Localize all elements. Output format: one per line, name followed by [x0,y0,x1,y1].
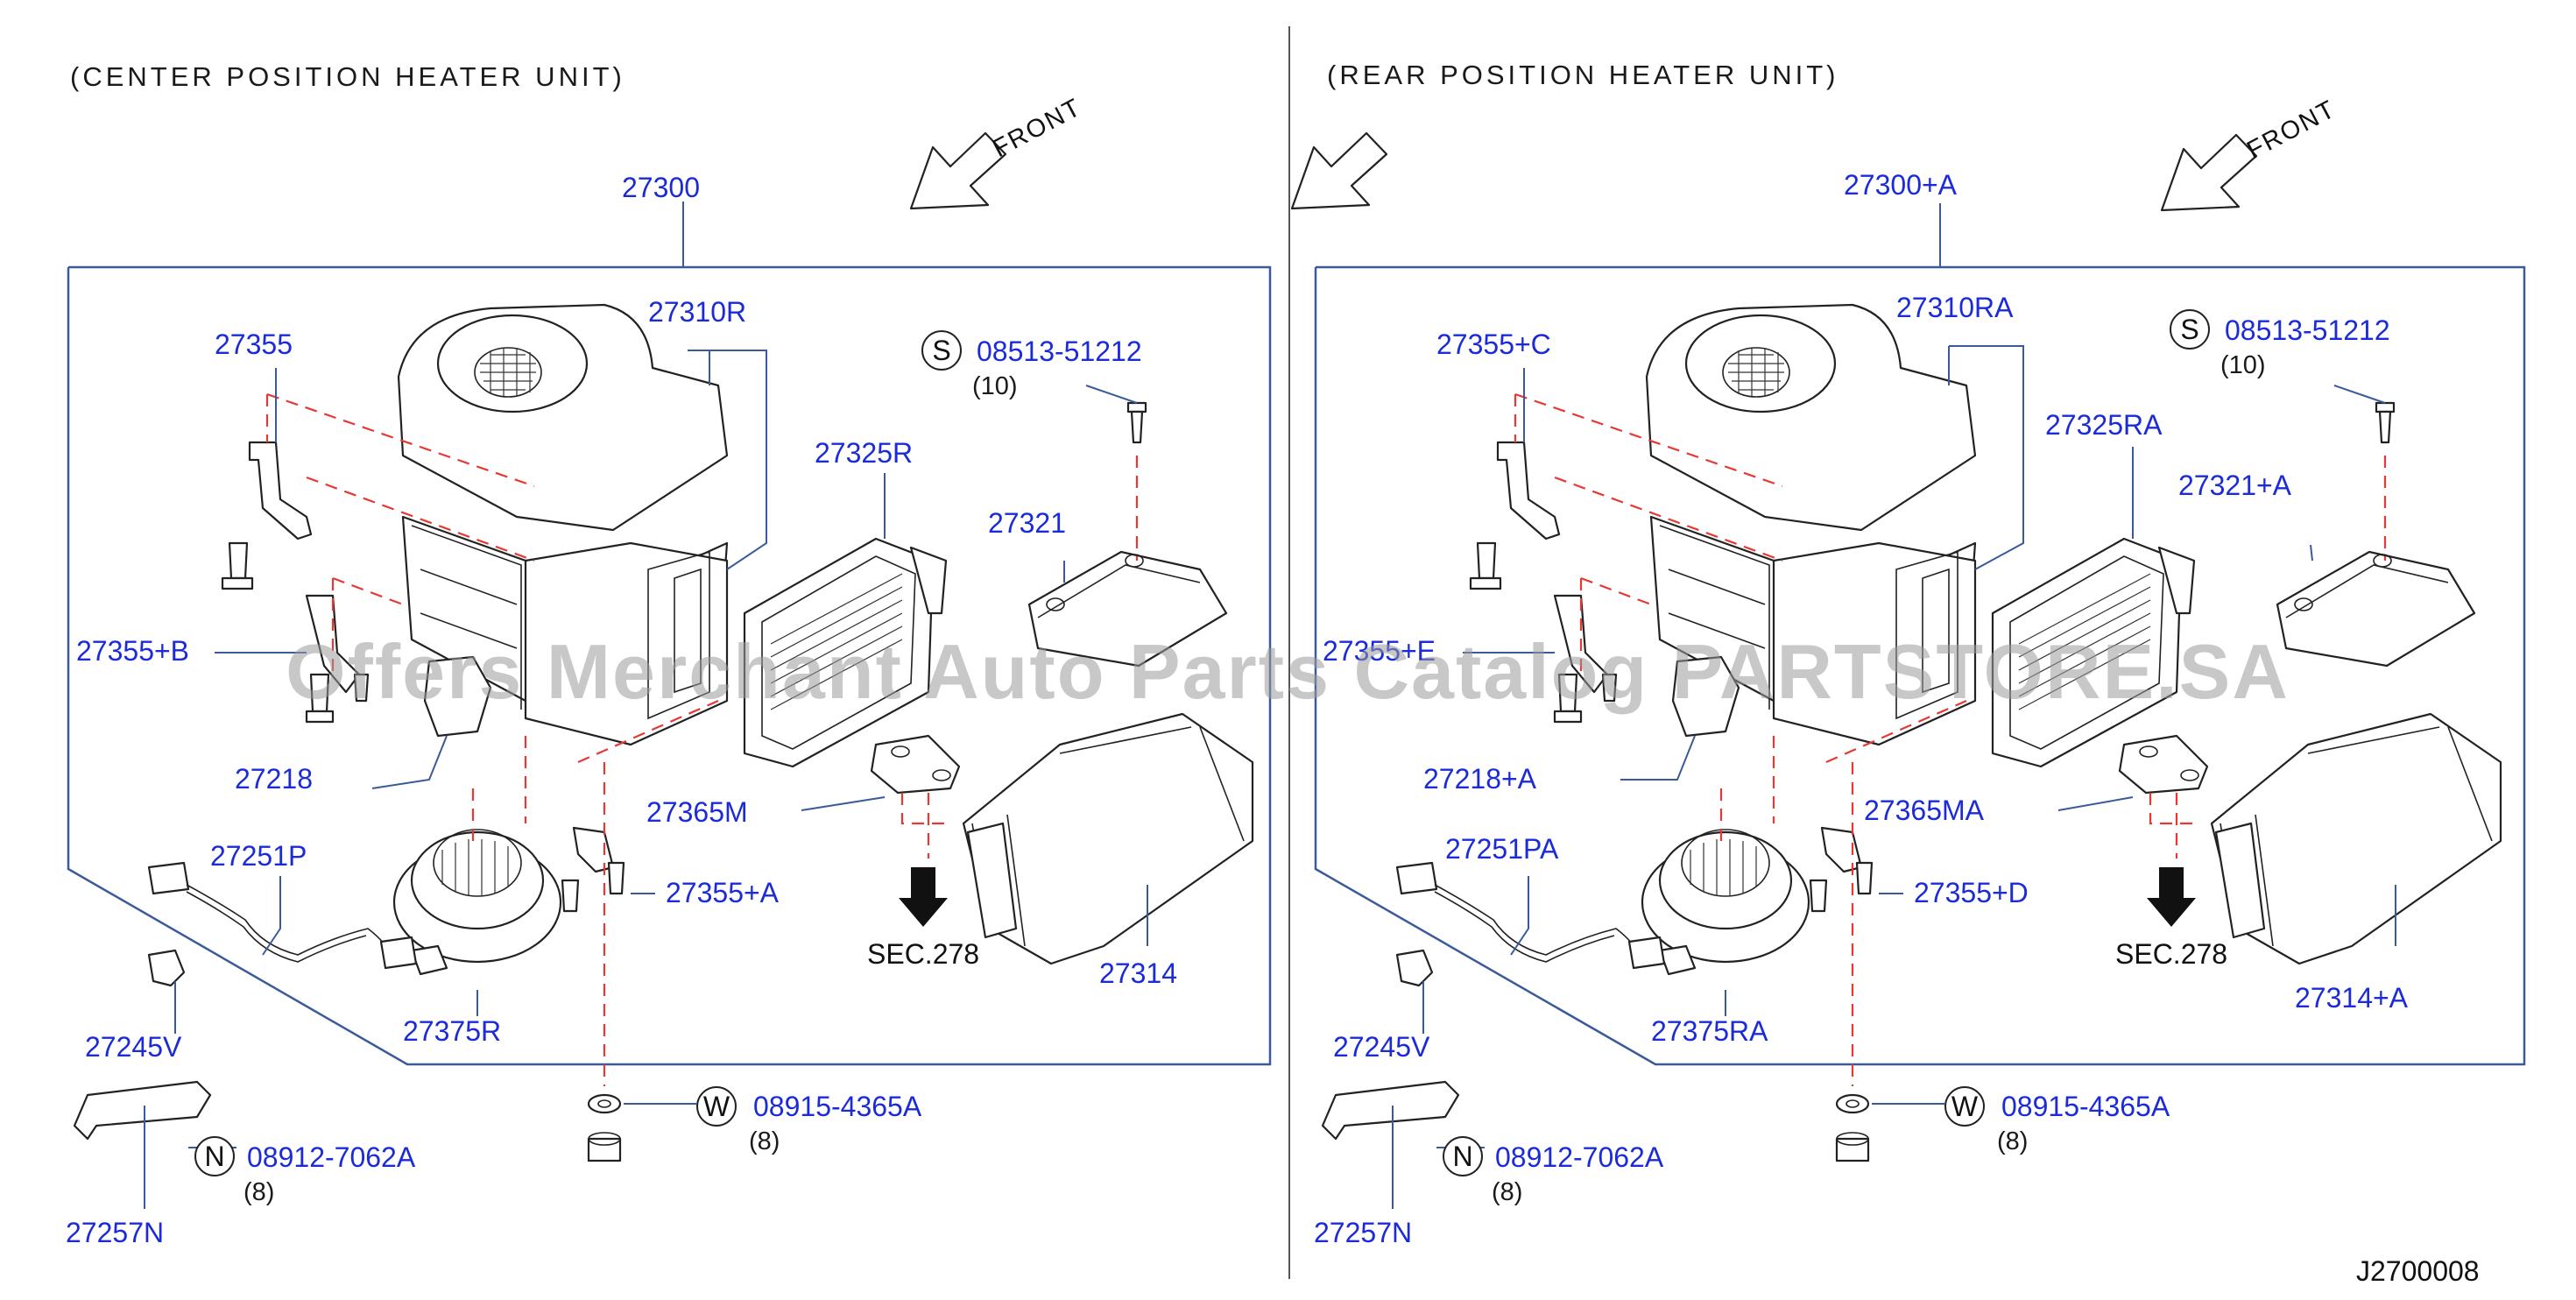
washer-symbol: W [703,1091,730,1122]
bolt-code[interactable]: 08513-51212 [977,336,1142,367]
front-arrow-icon: FRONT [1290,95,2340,212]
assembly-lines-left [265,392,1139,1086]
part-27314[interactable]: 27314 [1099,957,1177,989]
part-27310r[interactable]: 27310R [648,296,746,328]
actuator-27218 [423,655,492,738]
part-27218a[interactable]: 27218+A [1423,763,1537,795]
evaporator-27325ra [1991,537,2196,768]
part-27321[interactable]: 27321 [988,507,1066,539]
nut-code[interactable]: 08912-7062A [247,1141,416,1173]
nut-08912 [587,1132,622,1162]
resistor-27245v [147,949,186,987]
bracket-27355a [572,826,615,873]
pad-27365ma [2118,734,2209,795]
part-27257n[interactable]: 27257N [1314,1217,1412,1248]
callout-bolt[interactable]: S 08513-51212 (10) [921,330,1142,400]
part-27310ra[interactable]: 27310RA [1896,292,2014,323]
resistor-27245v [1395,949,1434,987]
duct-27314a [2210,712,2502,965]
callout-nut[interactable]: N 08912-7062A (8) [194,1136,416,1206]
washer-code[interactable]: 08915-4365A [2001,1091,2170,1122]
bolt-08513 [2375,401,2396,444]
part-27251p[interactable]: 27251P [210,840,307,872]
callout-washer[interactable]: W 08915-4365A (8) [696,1086,922,1155]
nut-qty: (8) [1492,1178,1522,1206]
nut-symbol: N [1452,1141,1472,1172]
callout-bolt[interactable]: S 08513-51212 (10) [2170,309,2390,379]
part-27314a[interactable]: 27314+A [2295,982,2409,1014]
cover-27321a [2276,550,2476,668]
right-panel: (REAR POSITION HEATER UNIT) FRONT 27300+… [1290,60,2526,1248]
part-27355b[interactable]: 27355+B [76,635,189,667]
washer-08915 [587,1093,622,1114]
washer-code[interactable]: 08915-4365A [753,1091,922,1122]
bolt-08513 [1126,401,1147,444]
bracket-27355c [1469,441,1561,590]
part-27251pa[interactable]: 27251PA [1445,833,1559,865]
front-arrow-icon: FRONT [909,93,1086,210]
bracket-27257n [1321,1080,1460,1141]
front-label: FRONT [988,93,1086,163]
part-27355c[interactable]: 27355+C [1436,329,1551,360]
part-27375ra[interactable]: 27375RA [1651,1015,1768,1047]
bracket-27355 [221,441,313,590]
bolt-qty: (10) [2220,351,2266,379]
part-27257n[interactable]: 27257N [66,1217,164,1248]
assembly-lines-right [1514,392,2387,1086]
duct-27314 [962,712,1254,965]
right-panel-title: (REAR POSITION HEATER UNIT) [1327,60,1839,90]
front-label: FRONT [2242,95,2340,165]
assembly-frame [67,265,1272,1066]
bolt-symbol: S [932,335,950,366]
part-27355d[interactable]: 27355+D [1914,877,2029,908]
cover-27321 [1027,550,1228,668]
part-27375r[interactable]: 27375R [403,1015,501,1047]
nut-qty: (8) [243,1178,274,1206]
left-panel-title: (CENTER POSITION HEATER UNIT) [70,61,625,92]
part-27245v[interactable]: 27245V [1333,1031,1430,1063]
part-27300[interactable]: 27300 [622,172,700,203]
pad-27365m [870,734,961,795]
harness-27251pa [1395,861,1666,970]
part-27365ma[interactable]: 27365MA [1864,795,1985,826]
part-27355[interactable]: 27355 [215,329,293,360]
washer-qty: (8) [749,1127,780,1155]
sec-278-arrow-icon [2147,867,2196,927]
part-27325r[interactable]: 27325R [815,437,913,469]
sec-278-label[interactable]: SEC.278 [867,938,979,970]
sec-278-label[interactable]: SEC.278 [2115,938,2227,970]
part-27300a[interactable]: 27300+A [1844,169,1958,201]
evaporator-27325r [743,537,948,768]
actuator-27218a [1671,655,1740,738]
assembly-frame [1314,265,2526,1066]
left-panel: (CENTER POSITION HEATER UNIT) FRONT 2730… [66,61,1272,1248]
washer-symbol: W [1951,1091,1979,1122]
bolt-code[interactable]: 08513-51212 [2225,314,2390,346]
part-27218[interactable]: 27218 [235,763,313,795]
blower-motor-27375ra [1641,829,1810,976]
callout-nut[interactable]: N 08912-7062A (8) [1443,1136,1664,1206]
part-27245v[interactable]: 27245V [85,1031,182,1063]
bracket-27257n [73,1080,212,1141]
part-27321a[interactable]: 27321+A [2178,470,2292,501]
part-27325ra[interactable]: 27325RA [2045,409,2163,441]
nut-08912 [1835,1132,1870,1162]
part-27355a[interactable]: 27355+A [666,877,780,908]
bolt-symbol: S [2180,314,2198,345]
washer-qty: (8) [1997,1127,2028,1155]
diagram-id: J2700008 [2356,1255,2480,1287]
bolt-qty: (10) [972,372,1018,400]
watermark: Offers Merchant Auto Parts Catalog PARTS… [286,628,2290,715]
nut-code[interactable]: 08912-7062A [1495,1141,1664,1173]
part-27355e[interactable]: 27355+E [1323,635,1436,667]
part-27365m[interactable]: 27365M [646,796,748,828]
nut-symbol: N [204,1141,224,1172]
bracket-27355d [1820,826,1863,873]
sec-278-arrow-icon [899,867,948,927]
callout-washer[interactable]: W 08915-4365A (8) [1944,1086,2170,1155]
harness-27251p [147,861,418,970]
blower-motor-27375 [392,829,562,976]
washer-08915 [1835,1093,1870,1114]
